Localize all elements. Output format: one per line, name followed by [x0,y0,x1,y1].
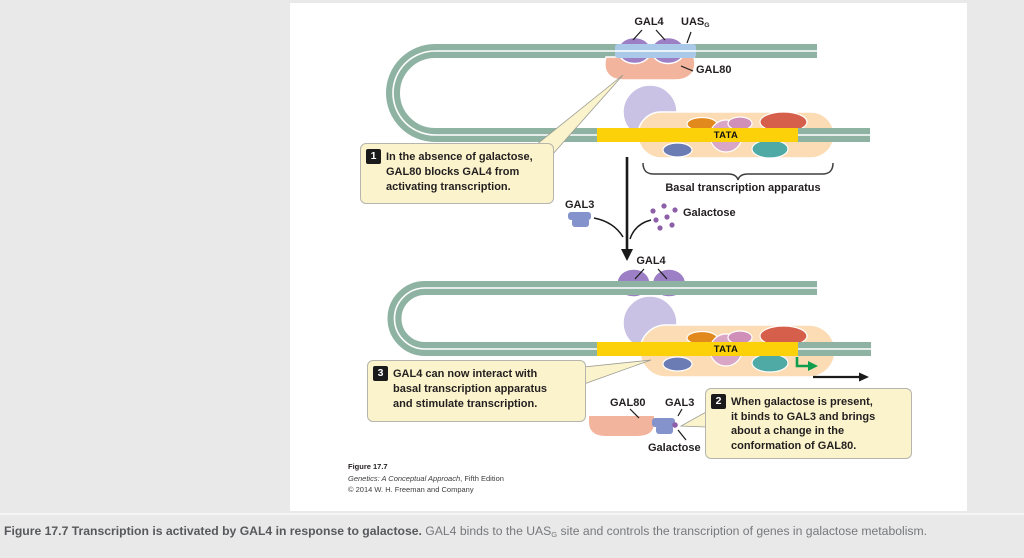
transcription-start-arrow-head [808,361,818,371]
gal80-label-bottom: GAL80 [610,397,646,409]
dna-strand-centerline-2 [393,287,871,350]
figure-panel: GAL4 UASG GAL80 TATA Basal transcription… [290,3,967,511]
callout-step3-line: basal transcription apparatus [393,383,548,395]
callout-step1: 1 In the absence of galactose, GAL80 blo… [360,143,554,204]
caption-bar: Figure 17.7 Transcription is activated b… [0,513,1024,558]
callout2-tail [679,411,707,428]
callout-step3-line: GAL4 can now interact with [393,368,538,380]
factor-blue-2 [662,356,693,372]
callout-step1-number: 1 [366,149,381,164]
factor-blue-1 [662,142,693,158]
callout-step1-line: In the absence of galactose, [386,151,533,163]
apparatus-brace [642,162,834,181]
gal80-pointer-line-bottom [629,408,640,419]
factor-teal-1 [751,139,789,159]
gal80-protein-1 [604,56,696,81]
tata-label-1: TATA [713,130,739,141]
gal4-label-2: GAL4 [636,255,666,267]
gal3-protein-1b [572,218,589,227]
galactose-dots [650,203,678,231]
callout-step1-line: activating transcription. [386,181,511,193]
gal3-label-1: GAL3 [565,199,595,211]
callout-step2: 2 When galactose is present, it binds to… [705,388,912,459]
callout3-tail [583,359,652,385]
diagram-canvas [386,29,871,441]
credit-book-title: Genetics: A Conceptual Approach, Fifth E… [348,473,504,483]
factor-teal-2 [751,353,789,373]
gal3-merge-curve [593,217,624,238]
credit-figure-number: Figure 17.7 [348,462,388,471]
gal3-protein-bottom-a [652,418,675,427]
figure-credit: Figure 17.7 Genetics: A Conceptual Appro… [348,461,504,496]
callout-step1-line: GAL80 blocks GAL4 from [386,166,520,178]
gal4-pointer-lines-2 [634,268,668,280]
gal3-pointer-line-bottom [677,408,683,417]
uas-g-label: UASG [681,16,710,29]
dna-strand-centerline-1 [392,50,870,136]
callout-step2-number: 2 [711,394,726,409]
tata-label-2: TATA [713,344,739,355]
galactose-label-bottom: Galactose [648,442,701,454]
caption-sub: G [551,530,558,540]
callout-step2-line: When galactose is present, [731,396,873,408]
uas-pointer-line [686,31,692,44]
caption-regular-pre: GAL4 binds to the UAS [421,524,552,538]
basal-apparatus-label: Basal transcription apparatus [665,182,821,194]
transcription-start-arrow [795,357,809,368]
transition-arrow-head [621,249,633,261]
galactose-label-1: Galactose [683,207,736,219]
gal4-label-1: GAL4 [634,16,664,28]
caption-bold: Figure 17.7 Transcription is activated b… [4,524,422,538]
transcription-direction-arrow-head [859,372,869,382]
galactose-merge-curve [629,219,652,240]
gal4-pointer-lines-1 [632,29,666,41]
galactose-pointer-line-bottom [677,429,687,441]
figure-caption: Figure 17.7 Transcription is activated b… [4,524,927,539]
callout-step3-number: 3 [373,366,388,381]
callout-step2-line: about a change in the [731,425,845,437]
gal80-pointer-line-1 [680,65,694,72]
callout-step2-line: conformation of GAL80. [731,439,857,452]
gal3-label-bottom: GAL3 [665,397,695,409]
gal3-protein-bottom-b [656,425,673,434]
callout-step3-line: and stimulate transcription. [393,398,538,410]
gal80-protein-bottom [589,416,654,436]
callout-step3: 3 GAL4 can now interact with basal trans… [367,360,586,422]
callout-step2-line: it binds to GAL3 and brings [731,410,876,423]
credit-copyright: © 2014 W. H. Freeman and Company [348,485,474,494]
caption-regular-post: site and controls the transcription of g… [557,524,928,538]
gal80-label-1: GAL80 [696,64,732,76]
galactose-bound-dot [672,422,678,428]
